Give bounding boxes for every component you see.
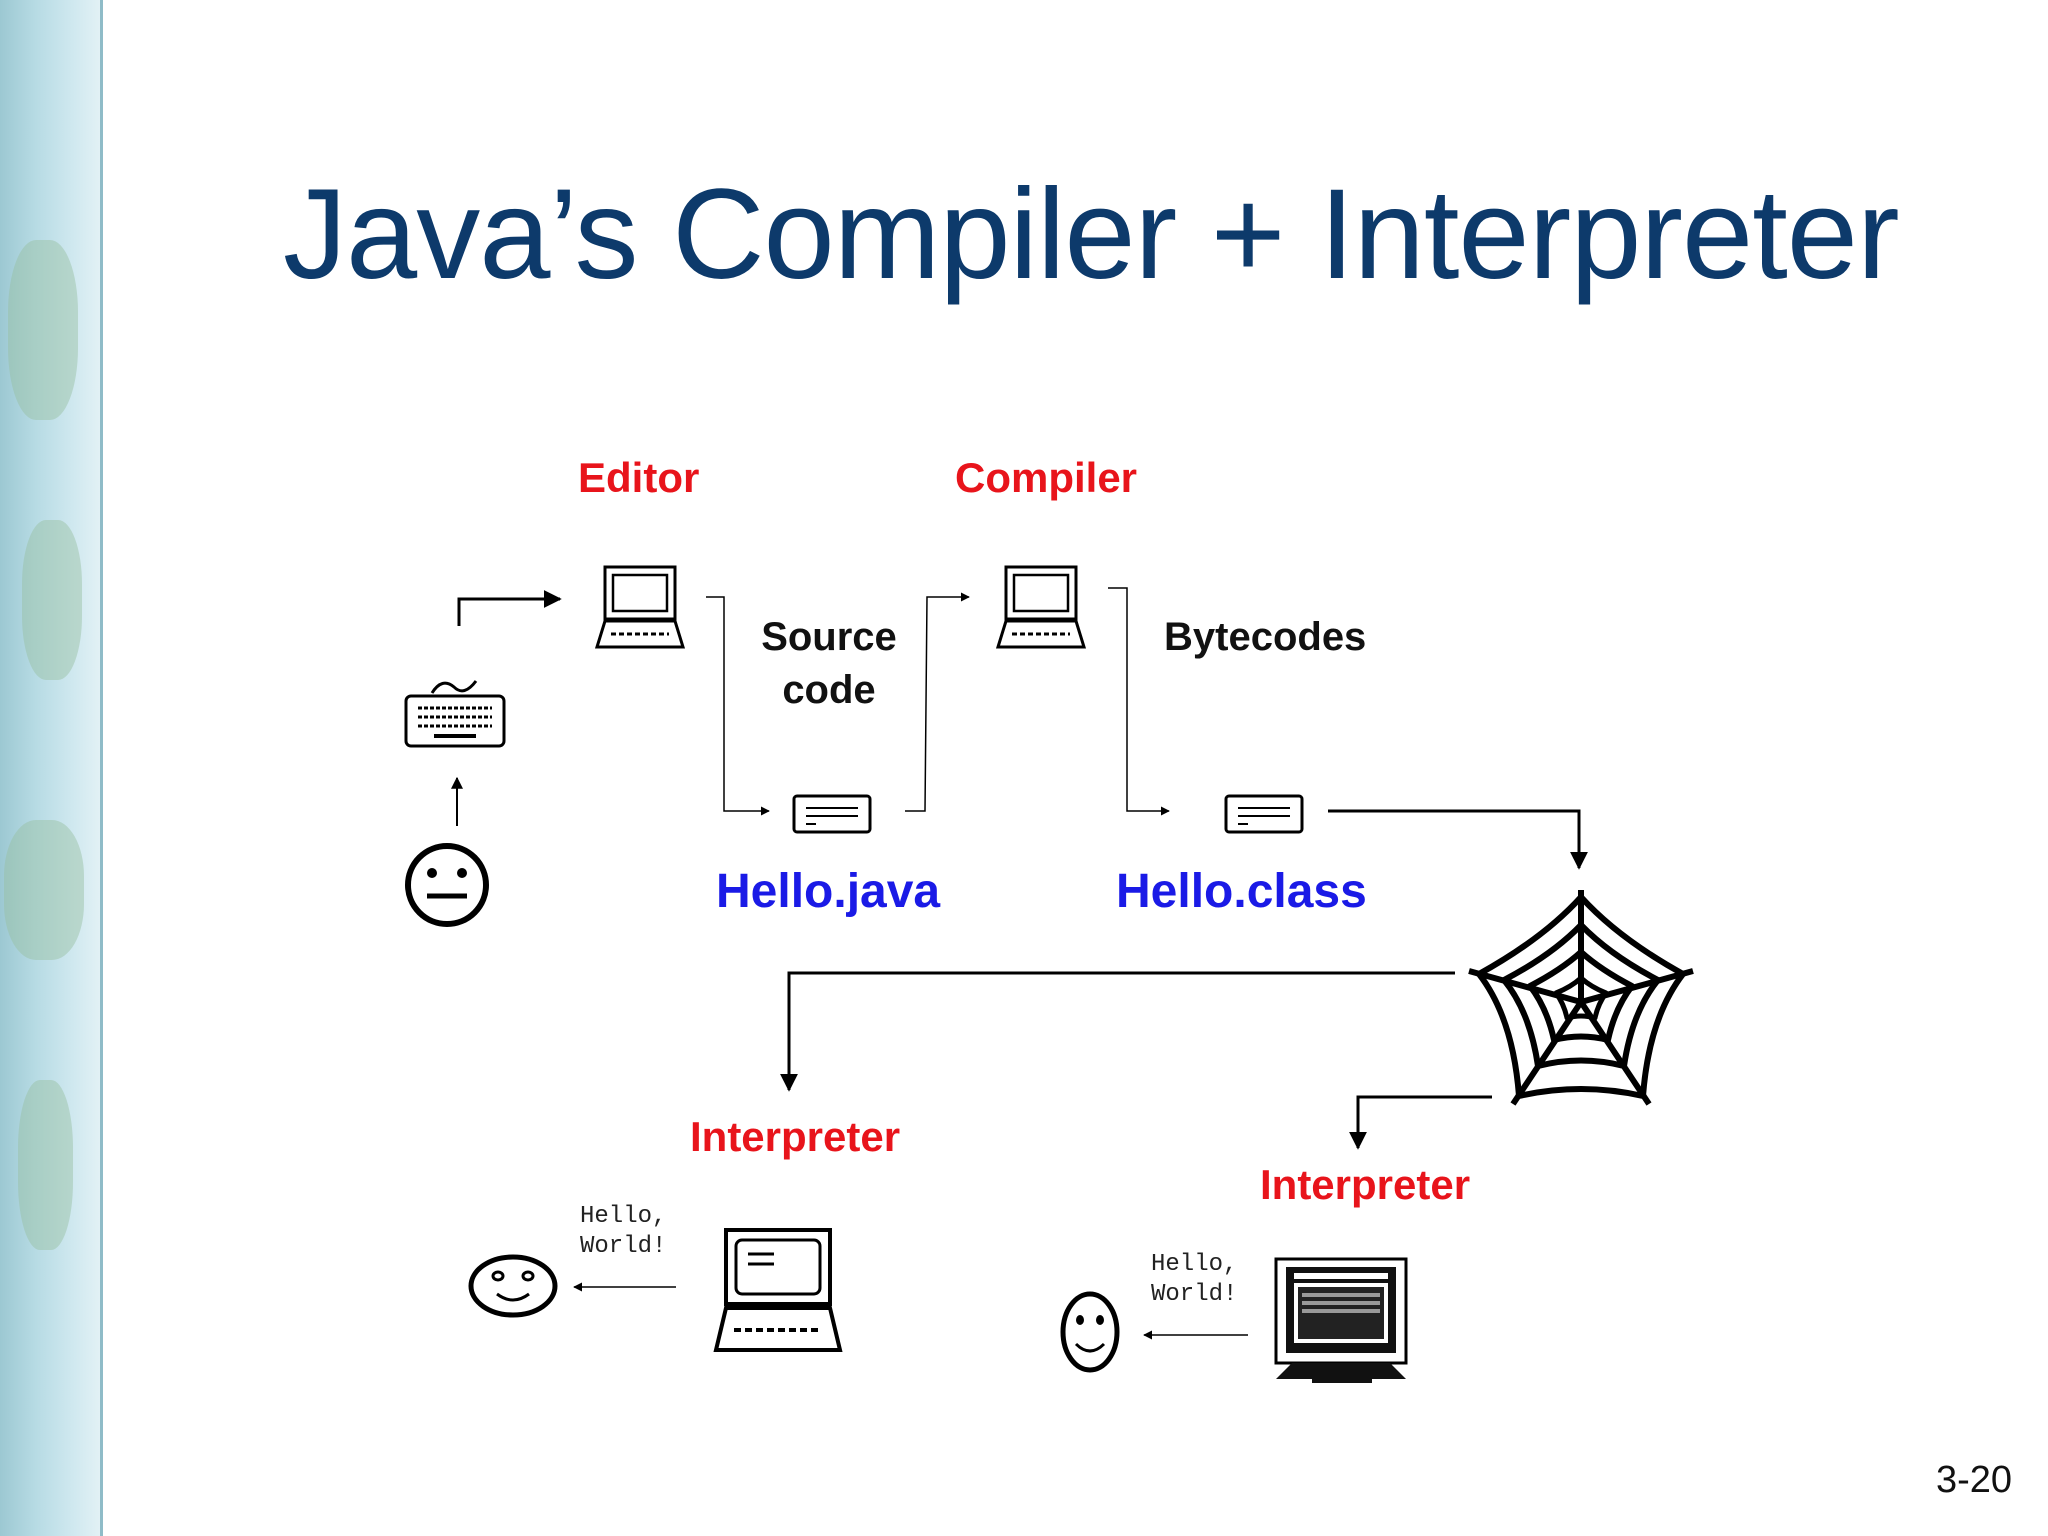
slide-title: Java’s Compiler + Interpreter [283,163,1900,306]
right-output-line2: World! [1151,1281,1237,1308]
document-icon [1224,794,1304,834]
source-to-compiler-arrow [905,592,970,812]
web-to-right-interpreter-arrow [1349,1095,1492,1150]
smiley-face-icon [468,1254,558,1318]
spider-web-icon [1468,890,1694,1106]
compiler-label: Compiler [955,454,1137,501]
left-output-line1: Hello, [580,1203,666,1230]
class-to-web-arrow [1328,809,1588,870]
right-output-line1: Hello, [1151,1251,1237,1278]
class-file-label: Hello.class [1116,865,1367,918]
laptop-icon [713,1228,843,1352]
monitor-icon [1274,1257,1408,1383]
page-number: 3-20 [1935,1459,2012,1501]
smiley-face-icon [1060,1291,1120,1373]
compiler-to-class-arrow [1108,587,1170,816]
document-icon [792,794,872,834]
left-interpreter-label: Interpreter [690,1113,900,1160]
left-decorative-band [0,0,103,1536]
left-output-line2: World! [580,1233,666,1260]
keyboard-to-editor-arrow [457,590,562,626]
laptop-icon [595,565,685,649]
editor-label: Editor [578,454,699,501]
editor-to-source-arrow [706,596,770,816]
neutral-face-icon [405,843,489,927]
keyboard-icon [404,680,506,748]
web-to-left-interpreter-arrow [780,971,1455,1092]
bytecodes-label: Bytecodes [1164,615,1366,659]
laptop-icon [996,565,1086,649]
source-code-label-line2: code [782,668,875,712]
right-interpreter-label: Interpreter [1260,1161,1470,1208]
source-file-label: Hello.java [716,865,940,918]
source-code-label-line1: Source [761,615,897,659]
